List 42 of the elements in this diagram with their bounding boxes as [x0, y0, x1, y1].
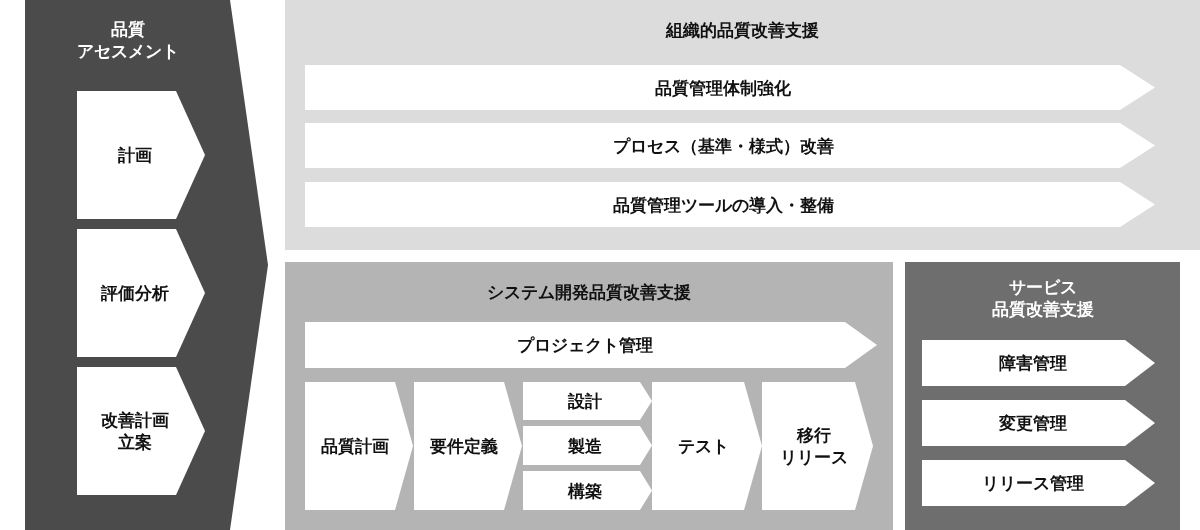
- step-label: 要件定義: [430, 435, 499, 457]
- step-label: 評価分析: [101, 282, 170, 304]
- step-label: リリース管理: [981, 472, 1084, 494]
- step-label: 設計: [568, 390, 603, 412]
- panel-title: システム開発品質改善支援: [487, 281, 691, 303]
- step-label: 製造: [568, 434, 603, 457]
- step-label: 品質管理ツールの導入・整備: [612, 193, 834, 216]
- step-label: テスト: [677, 435, 729, 457]
- chevron-step: [305, 182, 1155, 227]
- chevron-step: [77, 229, 205, 357]
- step-label: 品質計画: [321, 435, 390, 457]
- chevron-step: [523, 426, 652, 465]
- chevron-step: [305, 382, 413, 510]
- step-label: 構築: [568, 479, 603, 502]
- panel-title: 組織的品質改善支援: [666, 19, 819, 41]
- step-label: プロジェクト管理: [516, 334, 653, 356]
- panel: [285, 0, 1200, 250]
- chevron-step: [523, 471, 652, 510]
- step-label: 計画: [118, 144, 153, 166]
- step-label: 品質管理体制強化: [655, 76, 791, 99]
- step-label: 移行リリース: [779, 424, 848, 468]
- chevron-step: [922, 460, 1155, 506]
- step-label: 変更管理: [998, 412, 1067, 434]
- chevron-step: [305, 65, 1155, 110]
- chevron-step: [77, 367, 205, 495]
- chevron-step: [652, 382, 762, 510]
- panel-title: サービス品質改善支援: [991, 276, 1094, 320]
- step-label: プロセス（基準・様式）改善: [612, 134, 834, 157]
- panel: [905, 262, 1180, 530]
- panel: [285, 262, 893, 530]
- chevron-step: [77, 91, 205, 219]
- chevron-step: [523, 382, 652, 420]
- chevron-band: [25, 0, 268, 530]
- step-label: 障害管理: [998, 352, 1067, 374]
- chevron-step: [414, 382, 522, 510]
- chevron-step: [305, 123, 1155, 168]
- band-title: 品質アセスメント: [76, 18, 179, 62]
- chevron-step: [922, 340, 1155, 386]
- chevron-step: [922, 400, 1155, 446]
- chevron-step: [762, 382, 873, 510]
- step-label: 改善計画立案: [101, 409, 170, 453]
- chevron-step: [305, 322, 877, 368]
